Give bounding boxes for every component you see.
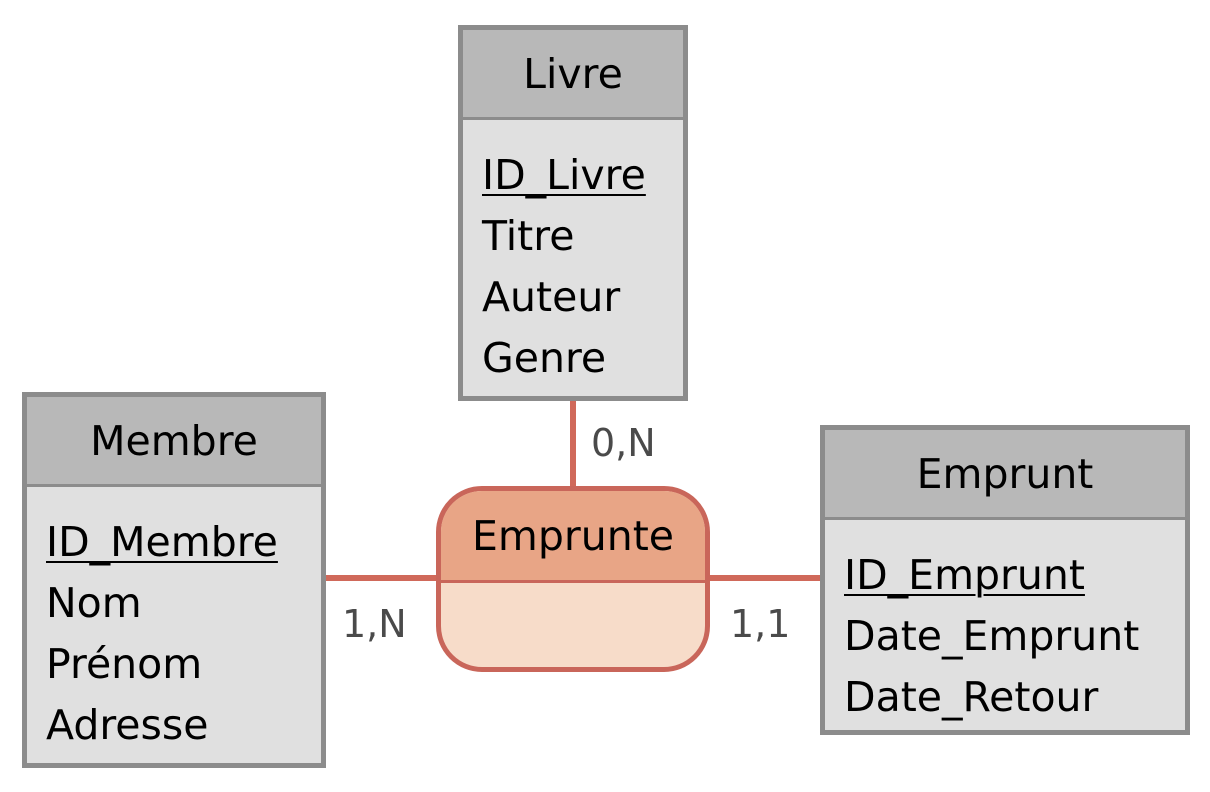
attribute-id-emprunt: ID_Emprunt — [844, 551, 1085, 599]
attribute-nom: Nom — [46, 579, 142, 627]
entity-membre-name: Membre — [27, 397, 321, 487]
relation-emprunte-name: Emprunte — [441, 491, 705, 583]
attribute-genre: Genre — [482, 334, 607, 382]
attribute-id-livre: ID_Livre — [482, 151, 646, 199]
entity-livre[interactable]: Livre ID_Livre Titre Auteur Genre — [458, 25, 688, 401]
cardinality-emprunt: 1,1 — [730, 602, 791, 646]
relation-emprunte[interactable]: Emprunte — [436, 486, 710, 672]
entity-livre-attributes: ID_Livre Titre Auteur Genre — [463, 120, 683, 389]
attribute-date-emprunt: Date_Emprunt — [844, 612, 1140, 660]
attribute-date-retour: Date_Retour — [844, 673, 1099, 721]
entity-emprunt[interactable]: Emprunt ID_Emprunt Date_Emprunt Date_Ret… — [820, 425, 1190, 735]
attribute-auteur: Auteur — [482, 273, 621, 321]
entity-membre-attributes: ID_Membre Nom Prénom Adresse — [27, 487, 321, 756]
attribute-prenom: Prénom — [46, 640, 203, 688]
attribute-id-membre: ID_Membre — [46, 518, 278, 566]
cardinality-membre: 1,N — [342, 602, 407, 646]
entity-emprunt-attributes: ID_Emprunt Date_Emprunt Date_Retour — [825, 520, 1185, 728]
attribute-adresse: Adresse — [46, 701, 209, 749]
entity-livre-name: Livre — [463, 30, 683, 120]
attribute-titre: Titre — [482, 212, 575, 260]
entity-membre[interactable]: Membre ID_Membre Nom Prénom Adresse — [22, 392, 326, 768]
entity-emprunt-name: Emprunt — [825, 430, 1185, 520]
cardinality-livre: 0,N — [591, 421, 656, 465]
